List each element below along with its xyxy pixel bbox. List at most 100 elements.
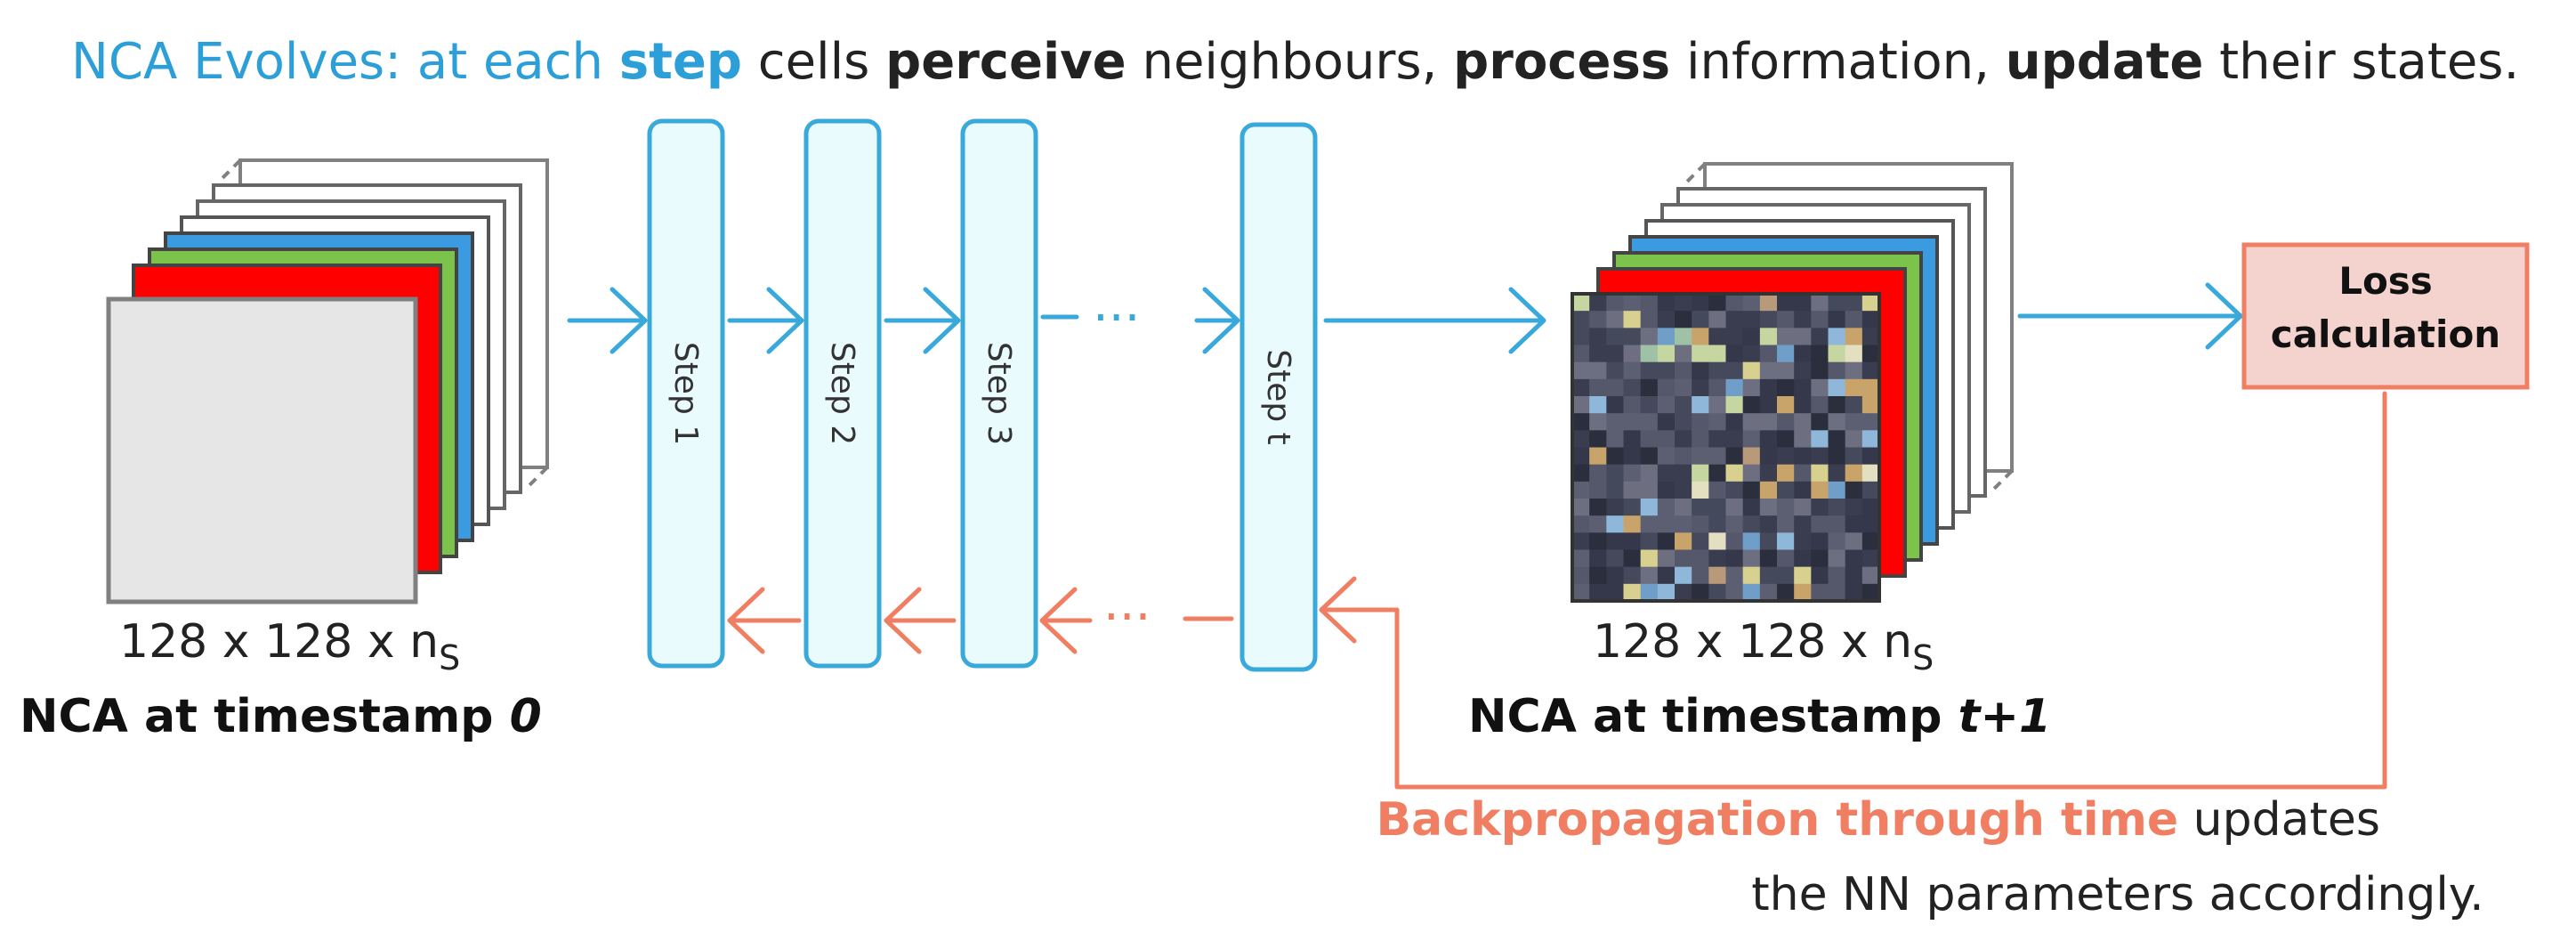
mosaic-pixel — [1828, 515, 1846, 533]
mosaic-pixel — [1725, 481, 1744, 499]
mosaic-pixel — [1657, 464, 1676, 483]
mosaic-pixel — [1794, 583, 1812, 602]
mosaic-pixel — [1777, 481, 1795, 499]
mosaic-pixel — [1708, 481, 1727, 499]
mosaic-pixel — [1640, 294, 1659, 312]
mosaic-pixel — [1742, 481, 1761, 499]
mosaic-pixel — [1759, 566, 1778, 585]
mosaic-pixel — [1640, 515, 1659, 533]
mosaic-pixel — [1623, 361, 1642, 380]
mosaic-pixel — [1657, 378, 1676, 397]
mosaic-pixel — [1861, 532, 1880, 551]
mosaic-pixel — [1692, 361, 1709, 380]
mosaic-pixel — [1725, 345, 1744, 363]
mosaic-pixel — [1725, 361, 1744, 380]
mosaic-pixel — [1657, 430, 1676, 449]
mosaic-pixel — [1657, 515, 1676, 533]
title-mid3: information, — [1670, 33, 2006, 91]
mosaic-pixel — [1623, 294, 1642, 312]
backprop-line1: Backpropagation through time updates — [1377, 793, 2380, 847]
mosaic-pixel — [1675, 583, 1692, 602]
mosaic-pixel — [1623, 549, 1642, 568]
mosaic-pixel — [1572, 361, 1590, 380]
step-label-3: Step 3 — [981, 342, 1017, 445]
mosaic-pixel — [1794, 430, 1812, 449]
mosaic-pixel — [1811, 396, 1829, 414]
mosaic-pixel — [1572, 566, 1590, 585]
mosaic-pixel — [1828, 549, 1846, 568]
mosaic-pixel — [1572, 396, 1590, 414]
mosaic-pixel — [1828, 499, 1846, 516]
mosaic-pixel — [1759, 499, 1778, 516]
arrow-to-loss-head — [2205, 282, 2243, 350]
arrow-step2-step3-head — [923, 287, 961, 354]
mosaic-pixel — [1708, 549, 1727, 568]
mosaic-pixel — [1692, 413, 1709, 431]
mosaic-pixel — [1742, 447, 1761, 466]
mosaic-pixel — [1589, 464, 1607, 483]
mosaic-pixel — [1811, 378, 1829, 397]
mosaic-pixel — [1845, 378, 1863, 397]
mosaic-pixel — [1692, 396, 1709, 414]
mosaic-pixel — [1777, 566, 1795, 585]
mosaic-pixel — [1657, 499, 1676, 516]
backward-arrows — [727, 391, 2387, 790]
mosaic-pixel — [1794, 447, 1812, 466]
mosaic-pixel — [1794, 328, 1812, 346]
mosaic-pixel — [1572, 294, 1590, 312]
mosaic-pixel — [1845, 328, 1863, 346]
mosaic-pixel — [1623, 447, 1642, 466]
mosaic-pixel — [1811, 311, 1829, 329]
mosaic-pixel — [1675, 345, 1692, 363]
mosaic-pixel — [1861, 378, 1880, 397]
mosaic-pixel — [1725, 378, 1744, 397]
mosaic-pixel — [1657, 361, 1676, 380]
mosaic-pixel — [1828, 361, 1846, 380]
mosaic-pixel — [1777, 515, 1795, 533]
forward-arrows — [567, 282, 2243, 354]
mosaic-pixel — [1708, 378, 1727, 397]
mosaic-pixel — [1692, 464, 1709, 483]
arrow-in-step1-head — [610, 287, 648, 354]
arrow-stept-out-head — [1508, 287, 1546, 354]
mosaic-pixel — [1675, 447, 1692, 466]
back-arrow-to-step3-head — [1039, 587, 1078, 654]
mosaic-pixel — [1675, 499, 1692, 516]
mosaic-pixel — [1845, 311, 1863, 329]
mosaic-pixel — [1692, 566, 1709, 585]
mosaic-pixel — [1675, 464, 1692, 483]
mosaic-pixel — [1675, 515, 1692, 533]
mosaic-pixel — [1742, 294, 1761, 312]
mosaic-pixel — [1657, 566, 1676, 585]
mosaic-pixel — [1606, 311, 1625, 329]
mosaic-pixel — [1794, 396, 1812, 414]
mosaic-pixel — [1589, 396, 1607, 414]
mosaic-pixel — [1708, 396, 1727, 414]
mosaic-pixel — [1657, 294, 1676, 312]
mosaic-pixel — [1828, 345, 1846, 363]
mosaic-pixel — [1828, 532, 1846, 551]
mosaic-pixel — [1708, 499, 1727, 516]
mosaic-pixel — [1794, 566, 1812, 585]
mosaic-pixel — [1861, 515, 1880, 533]
mosaic-pixel — [1640, 345, 1659, 363]
mosaic-pixel — [1675, 413, 1692, 431]
mosaic-pixel — [1828, 328, 1846, 346]
mosaic-pixel — [1572, 464, 1590, 483]
mosaic-pixel — [1640, 396, 1659, 414]
mosaic-pixel — [1725, 566, 1744, 585]
title-tail: their states. — [2203, 33, 2519, 91]
backprop-rest1: updates — [2178, 793, 2380, 847]
mosaic-pixel — [1845, 499, 1863, 516]
mosaic-pixel — [1861, 396, 1880, 414]
mosaic-pixel — [1794, 413, 1812, 431]
mosaic-pixel — [1725, 294, 1744, 312]
right-layer-back-dash-top — [1681, 162, 1707, 188]
mosaic-pixel — [1759, 447, 1778, 466]
mosaic-pixel — [1759, 294, 1778, 312]
mosaic-pixel — [1589, 345, 1607, 363]
mosaic-pixel — [1640, 413, 1659, 431]
mosaic-pixel — [1640, 430, 1659, 449]
mosaic-pixel — [1828, 464, 1846, 483]
mosaic-pixel — [1657, 583, 1676, 602]
